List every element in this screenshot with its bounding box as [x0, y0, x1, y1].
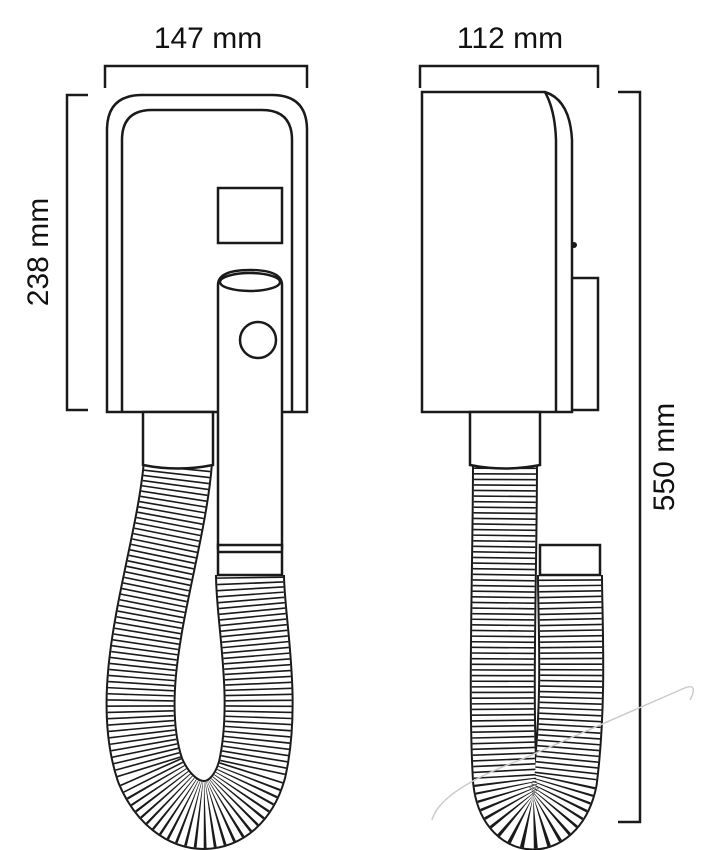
- control-panel: [216, 186, 284, 245]
- total-height-dimension-line: [618, 90, 642, 824]
- front-hose-collar: [216, 543, 284, 577]
- side-nozzle: [468, 410, 542, 470]
- front-handle: [216, 268, 284, 550]
- side-view: 112 mm 550 mm: [418, 22, 681, 850]
- front-view: 147 mm 238 mm: [22, 22, 309, 850]
- side-hose-collar: [538, 543, 602, 577]
- wall-bracket: [568, 276, 600, 412]
- side-hose: [469, 461, 605, 850]
- side-housing: [420, 90, 574, 414]
- side-depth-dimension-line: [418, 64, 600, 88]
- watermark-logo: [431, 685, 695, 821]
- front-width-label: 147 mm: [154, 22, 262, 55]
- front-hose: [105, 458, 294, 850]
- side-depth-label: 112 mm: [457, 22, 563, 55]
- power-button: [238, 320, 278, 360]
- front-height-dimension-line: [65, 93, 88, 412]
- total-height-label: 550 mm: [648, 403, 681, 511]
- front-width-dimension-line: [103, 64, 309, 88]
- front-nozzle: [141, 410, 215, 470]
- front-height-label: 238 mm: [22, 198, 55, 306]
